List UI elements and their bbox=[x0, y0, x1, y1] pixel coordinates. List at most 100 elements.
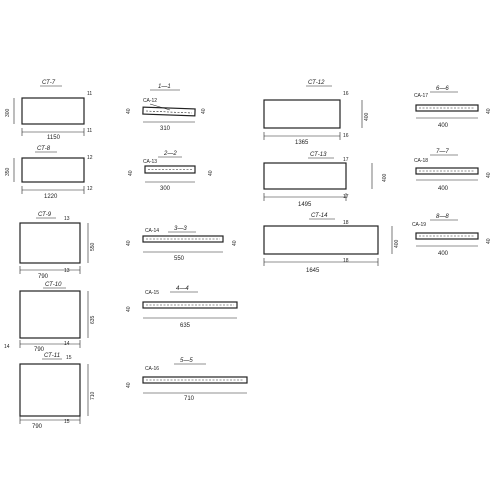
panel-mark-bottom: 11 bbox=[87, 128, 92, 134]
section-rebar: СА-14 bbox=[145, 228, 159, 234]
section-title: 3—3 bbox=[174, 226, 187, 232]
section-title: 1—1 bbox=[158, 84, 171, 90]
panel-st8: СТ-8 12 12 1220 350 bbox=[5, 146, 93, 200]
panel-height-dim: 400 bbox=[364, 112, 370, 121]
panel-height-dim: 400 bbox=[394, 239, 400, 248]
panel-mark-top: 12 bbox=[87, 155, 93, 161]
panel-title: СТ-13 bbox=[310, 152, 327, 158]
panel-st14: СТ-14 18 18 1645 400 bbox=[263, 213, 400, 274]
section-outline bbox=[142, 235, 224, 243]
section-length-dim: 400 bbox=[438, 123, 449, 129]
section-rebar: СА-12 bbox=[143, 98, 157, 104]
panel-st9: СТ-9 13 13 790 550 bbox=[19, 212, 96, 280]
section-length-dim: 635 bbox=[180, 323, 191, 329]
section-title: 4—4 bbox=[176, 286, 189, 292]
section-outline bbox=[415, 232, 479, 240]
panel-mark-top: 16 bbox=[343, 91, 349, 97]
panel-mark-top: 13 bbox=[64, 216, 70, 222]
panel-mark-bottom: 13 bbox=[64, 268, 70, 274]
section-s3: 3—3 СА-14 550 40 40 bbox=[126, 226, 238, 262]
panel-st11: СТ-11 15 15 790 710 bbox=[19, 353, 96, 430]
section-side-dim: 40 bbox=[208, 170, 214, 176]
section-s7: 7—7 СА-18 400 40 bbox=[414, 149, 492, 192]
panel-height-dim: 400 bbox=[382, 173, 388, 182]
panel-outline bbox=[263, 162, 347, 190]
section-length-dim: 310 bbox=[160, 126, 171, 132]
panel-width-dim: 790 bbox=[32, 424, 43, 430]
section-side-dim: 40 bbox=[486, 108, 492, 114]
section-rebar: СА-19 bbox=[412, 222, 426, 228]
section-thickness: 40 bbox=[128, 170, 134, 176]
section-s5: 5—5 СА-16 710 40 bbox=[126, 358, 248, 402]
section-thickness: 40 bbox=[126, 306, 132, 312]
section-outline bbox=[142, 376, 248, 384]
section-rebar: СА-17 bbox=[414, 93, 428, 99]
section-title: 5—5 bbox=[180, 358, 193, 364]
panel-mark-bottom: 12 bbox=[87, 186, 93, 192]
section-side-dim: 40 bbox=[232, 240, 238, 246]
panel-outline bbox=[19, 363, 81, 417]
section-s8: 8—8 СА-19 400 40 bbox=[412, 214, 492, 257]
section-outline bbox=[415, 167, 479, 175]
section-title: 2—2 bbox=[163, 151, 177, 157]
panel-width-dim: 1220 bbox=[44, 194, 58, 200]
panel-height-dim: 300 bbox=[5, 108, 11, 117]
panel-width-dim: 1365 bbox=[295, 140, 309, 146]
panel-title: СТ-12 bbox=[308, 80, 325, 86]
section-title: 8—8 bbox=[436, 214, 449, 220]
panel-st10: СТ-10 14 14 790 635 bbox=[4, 282, 96, 353]
panel-st13: СТ-13 17 17 1495 400 bbox=[263, 152, 388, 208]
panel-outline bbox=[21, 157, 85, 183]
section-s4: 4—4 СА-15 635 40 bbox=[126, 286, 238, 329]
panel-outline bbox=[19, 290, 81, 339]
section-rebar: СА-15 bbox=[145, 290, 159, 296]
panel-height-dim: 710 bbox=[90, 391, 96, 400]
panel-title: СТ-7 bbox=[42, 80, 56, 86]
section-length-dim: 400 bbox=[438, 251, 449, 257]
panel-width-dim: 1150 bbox=[47, 135, 61, 141]
panel-mark-top: 14 bbox=[4, 344, 10, 350]
panel-width-dim: 790 bbox=[34, 347, 45, 353]
panel-mark-top: 17 bbox=[343, 157, 349, 163]
panel-title: СТ-10 bbox=[45, 282, 62, 288]
panel-outline bbox=[263, 99, 341, 129]
section-rebar: СА-13 bbox=[143, 159, 157, 165]
panel-mark-top: 15 bbox=[66, 355, 72, 361]
panel-height-dim: 350 bbox=[5, 167, 11, 176]
section-length-dim: 710 bbox=[184, 396, 195, 402]
panel-mark-bottom: 16 bbox=[343, 133, 349, 139]
panel-outline bbox=[19, 222, 81, 264]
section-thickness: 40 bbox=[126, 108, 132, 114]
section-length-dim: 300 bbox=[160, 186, 171, 192]
panel-title: СТ-11 bbox=[44, 353, 60, 359]
section-outline bbox=[415, 104, 479, 112]
panel-st12: СТ-12 16 16 1365 400 bbox=[263, 80, 370, 146]
section-title: 7—7 bbox=[436, 149, 449, 155]
section-length-dim: 550 bbox=[174, 256, 185, 262]
panel-title: СТ-9 bbox=[38, 212, 52, 218]
section-side-dim: 40 bbox=[486, 238, 492, 244]
panel-height-dim: 550 bbox=[90, 242, 96, 251]
panel-width-dim: 1495 bbox=[298, 202, 312, 208]
section-outline bbox=[144, 165, 196, 174]
section-side-dim: 40 bbox=[486, 172, 492, 178]
section-s1: 1—1 СА-12 310 40 40 bbox=[126, 84, 207, 132]
panel-st7: СТ-7 11 11 1150 300 bbox=[5, 80, 92, 141]
panel-mark-top: 11 bbox=[87, 91, 92, 97]
panel-width-dim: 1645 bbox=[306, 268, 320, 274]
section-thickness: 40 bbox=[126, 240, 132, 246]
panel-mark-bottom: 15 bbox=[64, 419, 70, 425]
section-s2: 2—2 СА-13 300 40 40 bbox=[128, 151, 214, 192]
section-outline bbox=[142, 301, 238, 309]
panel-outline bbox=[263, 225, 379, 255]
section-s6: 6—6 СА-17 400 40 bbox=[414, 86, 492, 129]
section-side-dim: 40 bbox=[201, 108, 207, 114]
panel-mark-top: 18 bbox=[343, 220, 349, 226]
section-thickness: 40 bbox=[126, 382, 132, 388]
panel-outline bbox=[21, 97, 85, 125]
section-outline bbox=[142, 106, 196, 117]
panel-title: СТ-14 bbox=[311, 213, 328, 219]
panel-title: СТ-8 bbox=[37, 146, 51, 152]
section-rebar: СА-18 bbox=[414, 158, 428, 164]
